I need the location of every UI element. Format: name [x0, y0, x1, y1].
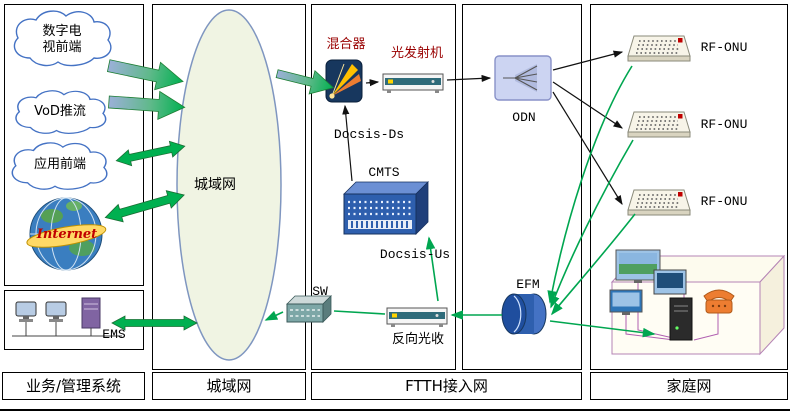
- reverse-optical-receiver-label: 反向光收: [391, 332, 444, 347]
- optical-transmitter-label: 光发射机: [390, 46, 443, 61]
- rf-onu-label-2: RF-ONU: [700, 117, 748, 132]
- ems-label: EMS: [102, 327, 126, 342]
- sw-label: SW: [312, 284, 328, 299]
- footer-home-title: 家庭网: [590, 372, 788, 400]
- bottom-border-line: [0, 409, 790, 411]
- footer-metro-title: 城域网: [152, 372, 306, 400]
- rf-onu-label-1: RF-ONU: [700, 40, 748, 55]
- metro-ellipse-label: 城域网: [194, 177, 236, 193]
- odn-label: ODN: [512, 110, 536, 125]
- cloud-application-label: 应用前端: [33, 157, 86, 172]
- footer-ftth-title: FTTH接入网: [311, 372, 582, 400]
- cloud-vod-label: VoD推流: [34, 104, 86, 119]
- internet-label: Internet: [36, 227, 98, 242]
- cmts-label: CMTS: [368, 165, 400, 180]
- panel-home: [590, 4, 788, 370]
- docsis-us-label: Docsis-Us: [379, 247, 451, 262]
- footer-business-title: 业务/管理系统: [2, 372, 145, 400]
- panel-odn: [462, 4, 582, 370]
- rf-onu-label-3: RF-ONU: [700, 194, 748, 209]
- docsis-ds-label: Docsis-Ds: [333, 127, 405, 142]
- cloud-digital-tv-label: 数字电 视前端: [42, 24, 82, 55]
- panel-metro: [152, 4, 306, 370]
- efm-label: EFM: [516, 277, 540, 292]
- mixer-label: 混合器: [326, 37, 366, 52]
- panel-ftth-head: [311, 4, 456, 370]
